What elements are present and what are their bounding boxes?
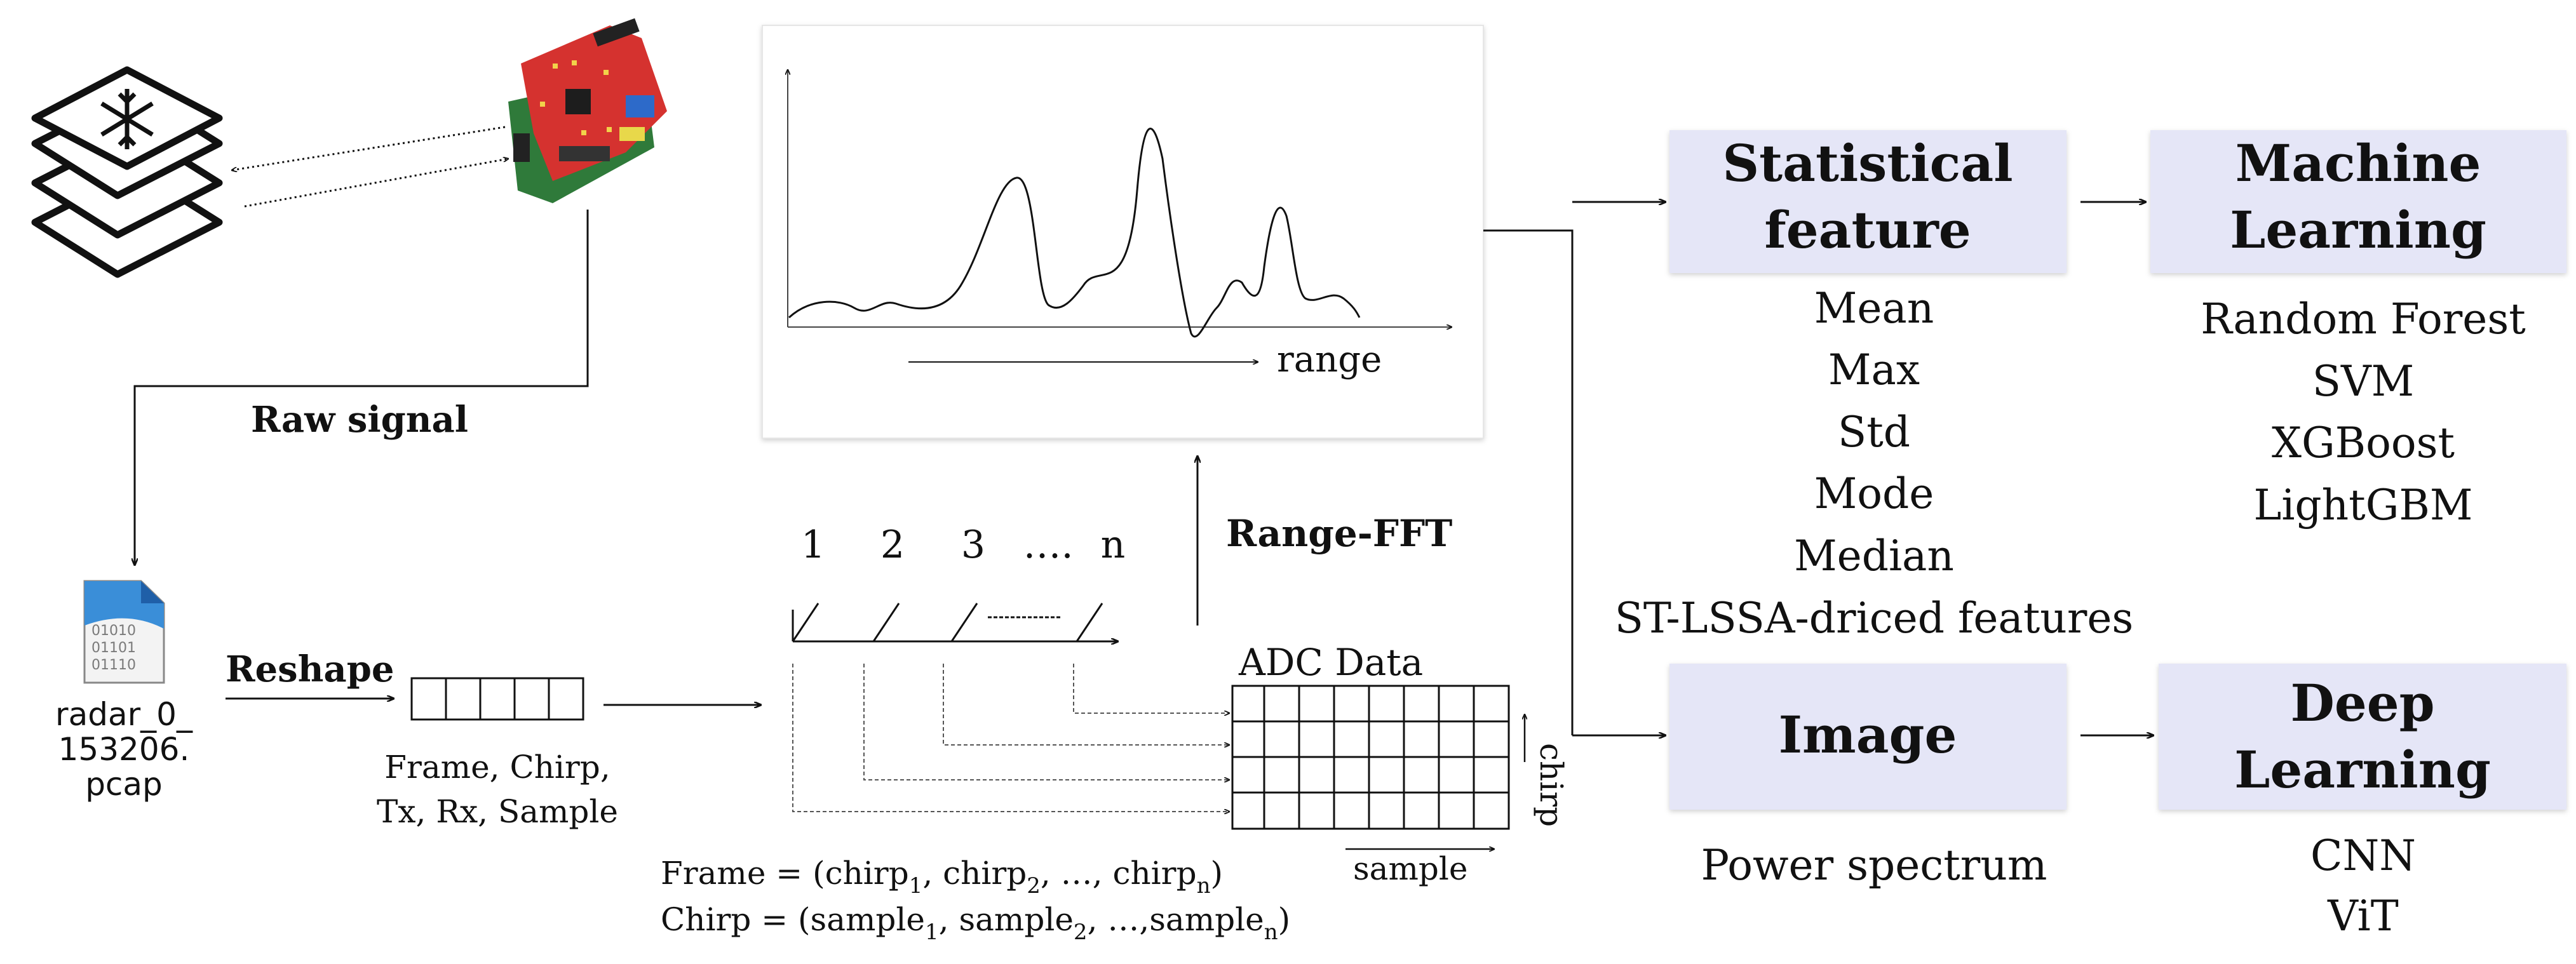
chirp-index-2: 2	[880, 523, 905, 567]
ml-models-list: Random Forest SVM XGBoost LightGBM	[2201, 295, 2526, 530]
raw-signal-arrow	[135, 210, 589, 565]
range-profile-panel	[762, 25, 1484, 439]
binary-file-icon: 01010 01101 01110	[83, 580, 165, 684]
chirp-axis-label: chirp	[1533, 743, 1570, 827]
reshape-tensor	[410, 677, 584, 721]
statistical-feature-title-2: feature	[1764, 200, 1971, 260]
plot-branch-connector	[1483, 229, 1574, 735]
statistical-features-list: Mean Max Std Mode Median ST-LSSA-driced …	[1615, 284, 2134, 643]
adc-data-label: ADC Data	[1238, 641, 1423, 684]
dotted-arrow-to-snowflake	[232, 126, 506, 170]
file-bits-row-3: 01110	[91, 657, 136, 673]
chirp-to-adc-connectors	[792, 664, 1229, 812]
file-bits-row-1: 01010	[91, 623, 136, 639]
deep-learning-title-1: Deep	[2290, 673, 2434, 733]
adc-data-grid	[1231, 685, 1510, 830]
dotted-arrow-to-board	[244, 159, 508, 208]
range-label: range	[1277, 339, 1382, 380]
sample-axis-label: sample	[1353, 850, 1467, 887]
range-profile-curve	[788, 128, 1361, 338]
statistical-feature-title-1: Statistical	[1722, 133, 2013, 193]
stat-feature-item: Std	[1838, 408, 1910, 457]
chirp-timeline	[792, 603, 1118, 641]
file-bits-row-2: 01101	[91, 640, 136, 656]
image-title: Image	[1779, 705, 1957, 765]
deep-learning-title-2: Learning	[2234, 740, 2491, 800]
range-profile-axes	[788, 70, 1452, 327]
chirp-index-3: 3	[961, 523, 985, 567]
stat-feature-item: ST-LSSA-driced features	[1615, 594, 2134, 643]
range-fft-label: Range-FFT	[1226, 512, 1452, 555]
reshape-dims-line-1: Frame, Chirp,	[384, 749, 610, 786]
ml-model-item: XGBoost	[2272, 418, 2455, 467]
chirp-equation: Chirp = (sample1, sample2, …,samplen)	[661, 901, 1290, 945]
machine-learning-title-2: Learning	[2230, 200, 2486, 260]
deep-learning-box	[2159, 664, 2566, 810]
ml-model-item: LightGBM	[2253, 481, 2472, 530]
reshape-label: Reshape	[226, 648, 394, 690]
machine-learning-box	[2150, 130, 2566, 273]
radar-board-icon	[508, 18, 667, 203]
stat-feature-item: Mode	[1814, 469, 1934, 518]
statistical-feature-box	[1669, 130, 2067, 273]
file-name-line-1: radar_0_	[55, 696, 193, 733]
ml-model-item: Random Forest	[2201, 295, 2526, 344]
image-feature-item: Power spectrum	[1701, 841, 2047, 890]
frame-equation: Frame = (chirp1, chirp2, …, chirpn)	[661, 855, 1223, 899]
reshape-dims-line-2: Tx, Rx, Sample	[377, 793, 618, 830]
chirp-index-ellipsis: ….	[1023, 523, 1073, 567]
dl-models-list: CNN ViT	[2310, 831, 2416, 941]
image-box	[1669, 664, 2067, 810]
chirp-index-1: 1	[801, 523, 825, 567]
dl-model-item: CNN	[2310, 831, 2416, 880]
stat-feature-item: Median	[1794, 532, 1954, 580]
snowflake-layers-icon	[31, 66, 223, 278]
raw-signal-label: Raw signal	[251, 399, 468, 441]
file-name-line-3: pcap	[85, 766, 163, 803]
file-name: radar_0_ 153206. pcap	[55, 696, 193, 803]
stat-feature-item: Max	[1828, 345, 1920, 394]
ml-model-item: SVM	[2312, 357, 2414, 406]
dl-model-item: ViT	[2327, 892, 2399, 941]
chirp-index-n: n	[1101, 523, 1126, 567]
machine-learning-title-1: Machine	[2235, 133, 2481, 193]
stat-feature-item: Mean	[1814, 284, 1934, 333]
file-name-line-2: 153206.	[58, 731, 190, 768]
